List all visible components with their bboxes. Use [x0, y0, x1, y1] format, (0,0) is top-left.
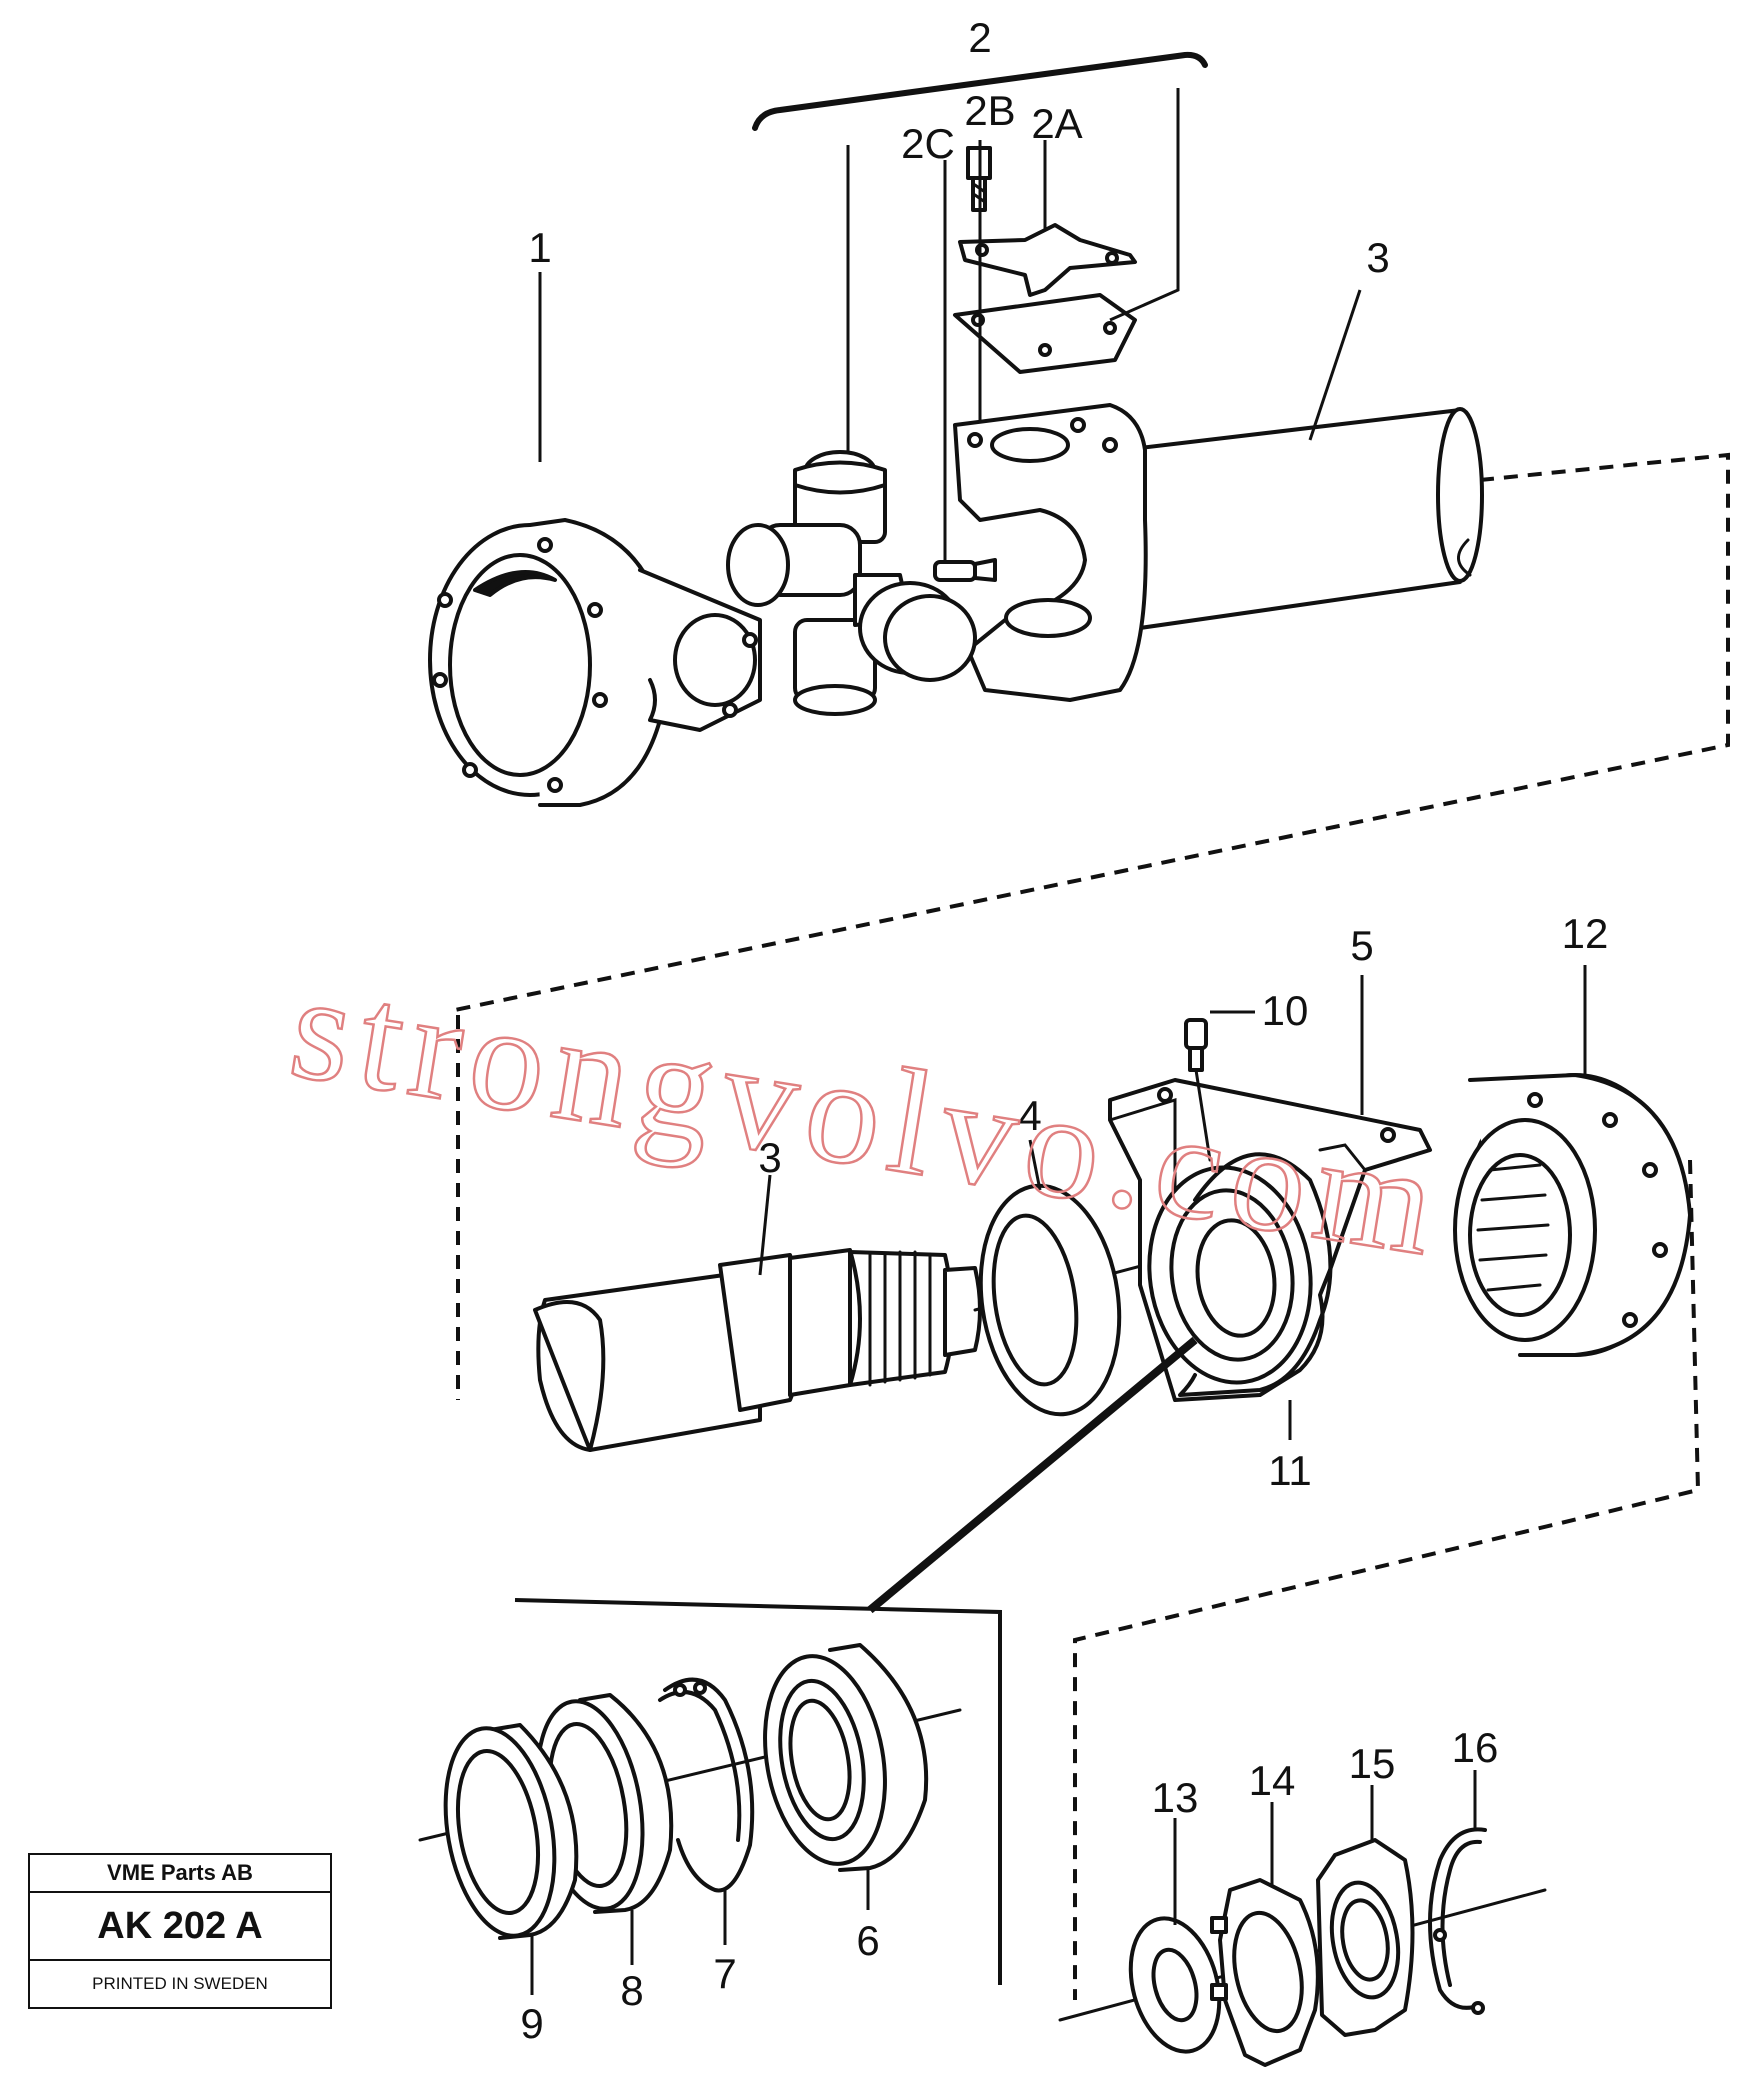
washer-part-4	[978, 1183, 1122, 1417]
ball-bearing-part-6	[763, 1643, 929, 1872]
companion-flange-part-12	[1453, 1073, 1692, 1357]
callout-2c: 2C	[901, 120, 955, 167]
callout-8: 8	[620, 1967, 643, 2014]
detail-frame	[514, 1598, 1002, 1985]
callout-16: 16	[1452, 1724, 1499, 1771]
lock-washer-part-14	[1210, 1878, 1320, 2067]
leader-3-top	[1308, 289, 1362, 441]
snap-ring-part-7	[658, 1677, 755, 1893]
tab-washer-2a	[958, 223, 1137, 297]
callout-2: 2	[968, 14, 991, 61]
tube-part-3	[1138, 407, 1484, 630]
lock-plate	[953, 293, 1137, 374]
flange-splines	[1476, 1163, 1550, 1292]
leader-4	[1028, 1139, 1042, 1191]
shaft-splines	[868, 1250, 932, 1387]
yoke-part	[953, 403, 1148, 702]
detail-arrow	[867, 1336, 1198, 1614]
callout-10: 10	[1262, 987, 1309, 1034]
reference-code: AK 202 A	[30, 1893, 330, 1961]
splined-shaft-part-3	[533, 1243, 1222, 1452]
callout-14: 14	[1249, 1757, 1296, 1804]
circlip-part-16	[1428, 1827, 1487, 2015]
vendor-name: VME Parts AB	[30, 1855, 330, 1893]
leader-3-mid	[758, 1174, 772, 1276]
vendor-info-box: VME Parts AB AK 202 A PRINTED IN SWEDEN	[28, 1853, 332, 2009]
callout-4: 4	[1018, 1092, 1041, 1139]
washer-part-13	[1128, 1916, 1222, 2054]
nut-part-15	[1316, 1838, 1415, 2037]
top-assembly: 2 2B 2A 2C 1 3	[428, 14, 1730, 1012]
bearing-detail: 6 7 8 9	[418, 1598, 1002, 2047]
callout-9: 9	[520, 2000, 543, 2047]
universal-cross	[726, 450, 977, 716]
seal-part-9	[443, 1723, 579, 1940]
bracket-2	[752, 51, 1208, 131]
callout-5: 5	[1350, 922, 1373, 969]
flange-part-1	[428, 518, 762, 807]
callout-6: 6	[856, 1917, 879, 1964]
dashed-link-top	[454, 452, 1730, 1012]
callout-12: 12	[1562, 910, 1609, 957]
dashed-link-right	[1073, 1159, 1701, 2000]
nut-detail: 13 14 15 16	[1058, 1724, 1547, 2067]
callout-13: 13	[1152, 1774, 1199, 1821]
grease-nipple-2c	[933, 558, 997, 582]
callout-2a: 2A	[1031, 100, 1082, 147]
callout-3-top: 3	[1366, 234, 1389, 281]
middle-assembly: 3 4 5 10 11 12	[456, 910, 1701, 2000]
callout-15: 15	[1349, 1740, 1396, 1787]
grease-nipple-10	[1184, 1018, 1212, 1162]
callout-2b: 2B	[964, 87, 1015, 134]
callout-3-mid: 3	[758, 1134, 781, 1181]
rubber-bearing-part-11	[1147, 1152, 1333, 1397]
leader-2-right	[1109, 88, 1180, 322]
callout-11: 11	[1268, 1447, 1312, 1494]
printed-label: PRINTED IN SWEDEN	[92, 1974, 268, 1993]
callout-7: 7	[713, 1950, 736, 1997]
callout-1: 1	[528, 224, 551, 271]
